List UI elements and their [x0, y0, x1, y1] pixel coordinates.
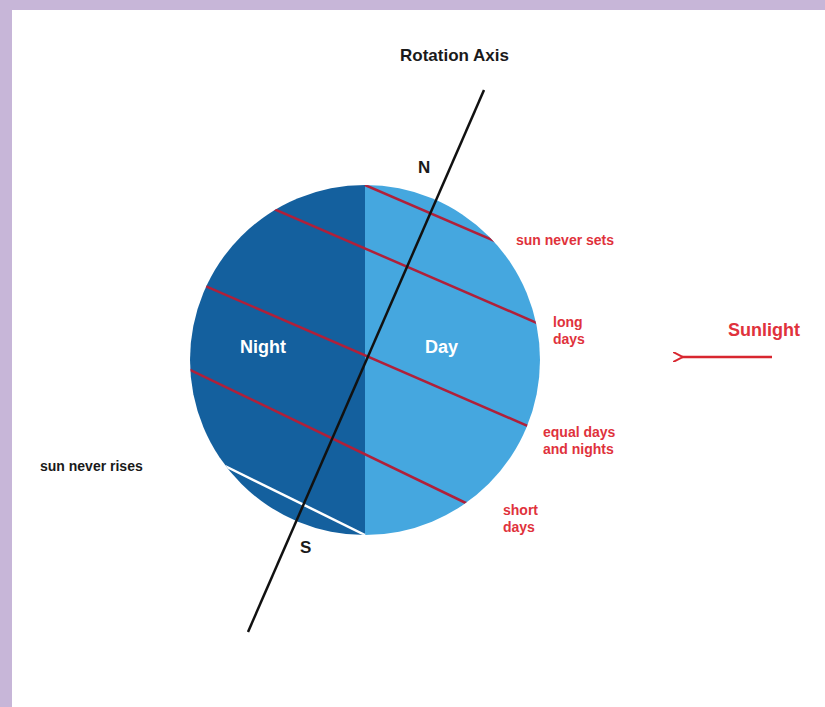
- night-half: [185, 180, 365, 540]
- night-label: Night: [240, 337, 286, 359]
- arctic-circle: [365, 185, 520, 252]
- zone-label: sun never sets: [516, 232, 614, 249]
- day-label: Day: [425, 337, 458, 359]
- sunlight-label: Sunlight: [728, 320, 800, 342]
- sunlight-arrow: [682, 356, 772, 359]
- zone-label: equal days and nights: [543, 424, 639, 458]
- equator-line: [180, 275, 560, 440]
- pole-label: N: [418, 158, 430, 178]
- latitude-line: [230, 190, 560, 333]
- zone-label: sun never rises: [40, 458, 143, 475]
- pole-label: S: [300, 538, 311, 558]
- axis-title: Rotation Axis: [400, 46, 509, 66]
- zone-label: long days: [553, 314, 605, 348]
- zone-label: short days: [503, 502, 555, 536]
- latitude-line: [180, 365, 470, 505]
- globe: [180, 180, 560, 540]
- rotation-axis-line: [248, 90, 484, 632]
